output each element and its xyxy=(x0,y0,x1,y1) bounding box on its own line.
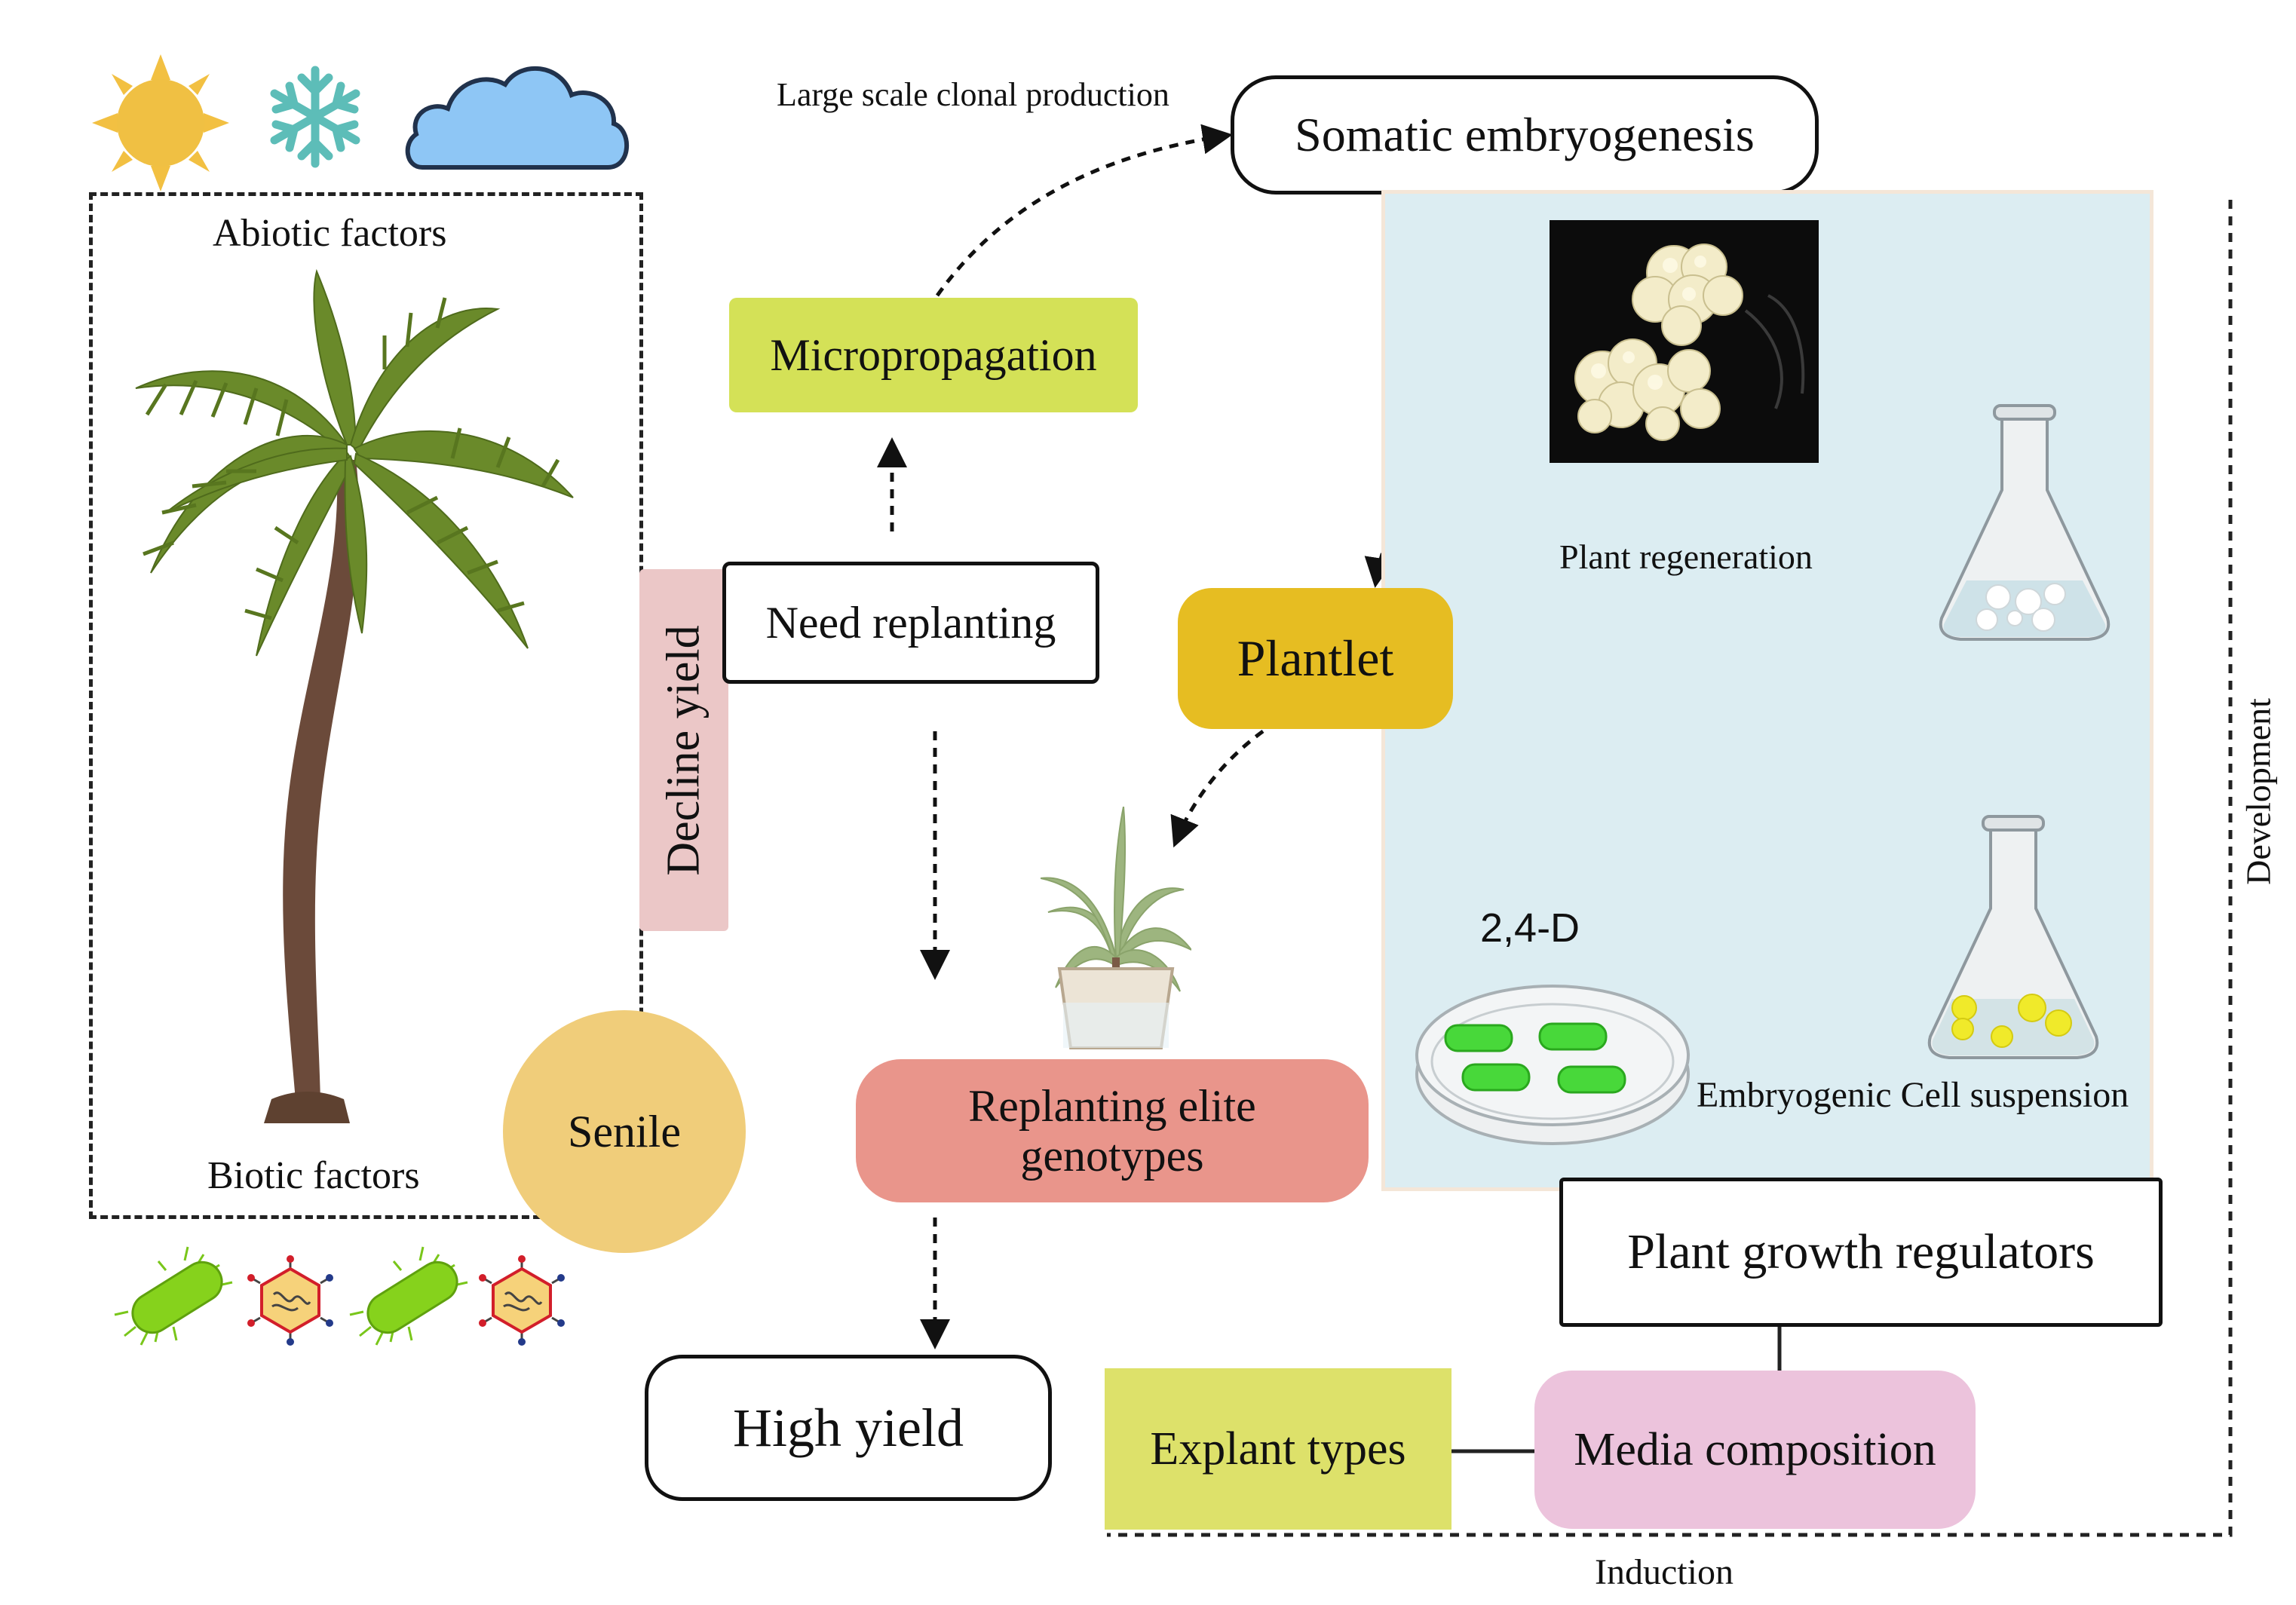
high-yield-box: High yield xyxy=(645,1355,1052,1501)
arrow-plantlet-to-pot xyxy=(1170,729,1264,848)
induction-label: Induction xyxy=(1595,1552,1733,1592)
palm-tree-icon xyxy=(135,268,574,1123)
micropropagation-label: Micropropagation xyxy=(770,329,1097,380)
replanting-line2: genotypes xyxy=(1020,1131,1204,1181)
decline-yield-box: Decline yield xyxy=(639,569,728,931)
petri-dish-icon xyxy=(1415,985,1690,1145)
micropropagation-box: Micropropagation xyxy=(729,298,1138,412)
flask-icon xyxy=(1939,404,2111,641)
somatic-embryogenesis-label: Somatic embryogenesis xyxy=(1295,108,1755,161)
explant-types-box: Explant types xyxy=(1105,1368,1451,1530)
plantlet-box: Plantlet xyxy=(1178,588,1453,729)
plant-growth-regulators-box: Plant growth regulators xyxy=(1559,1178,2163,1327)
development-induction-bracket xyxy=(1107,200,2233,1537)
somatic-embryogenesis-box: Somatic embryogenesis xyxy=(1231,75,1819,194)
virus-icon xyxy=(479,1255,565,1346)
plant-growth-regulators-label: Plant growth regulators xyxy=(1627,1224,2095,1279)
media-composition-box: Media composition xyxy=(1534,1371,1976,1529)
arrow-micro-to-somatic xyxy=(935,124,1233,297)
replanting-line1: Replanting elite xyxy=(968,1081,1256,1131)
senile-label: Senile xyxy=(568,1106,681,1156)
cloud-icon xyxy=(405,66,630,170)
ecs-label: Embryogenic Cell suspension xyxy=(1697,1075,2129,1115)
virus-icon xyxy=(247,1255,333,1346)
potted-plant-icon xyxy=(1041,807,1191,1049)
plantlet-label: Plantlet xyxy=(1237,629,1394,687)
decline-yield-label: Decline yield xyxy=(658,624,710,876)
large-scale-label: Large scale clonal production xyxy=(777,76,1169,113)
senile-circle: Senile xyxy=(503,1010,746,1253)
explant-types-label: Explant types xyxy=(1150,1423,1406,1475)
development-label: Development xyxy=(2239,698,2278,885)
embryo-callus-image xyxy=(1550,220,1819,463)
bacterium-icon xyxy=(349,1246,468,1346)
sun-icon xyxy=(92,54,229,191)
need-replanting-label: Need replanting xyxy=(765,597,1056,648)
snowflake-icon xyxy=(270,66,360,168)
bacterium-icon xyxy=(114,1246,233,1346)
high-yield-label: High yield xyxy=(733,1397,964,1458)
need-replanting-box: Need replanting xyxy=(722,562,1099,684)
media-composition-label: Media composition xyxy=(1574,1423,1936,1475)
replanting-elite-box: Replanting elite genotypes xyxy=(856,1059,1369,1202)
plant-regeneration-label: Plant regeneration xyxy=(1559,538,1813,576)
biotic-factors-label: Biotic factors xyxy=(207,1154,420,1197)
abiotic-factors-label: Abiotic factors xyxy=(213,212,447,255)
flask-icon xyxy=(1927,815,2099,1059)
two-four-d-label: 2,4-D xyxy=(1480,905,1580,951)
